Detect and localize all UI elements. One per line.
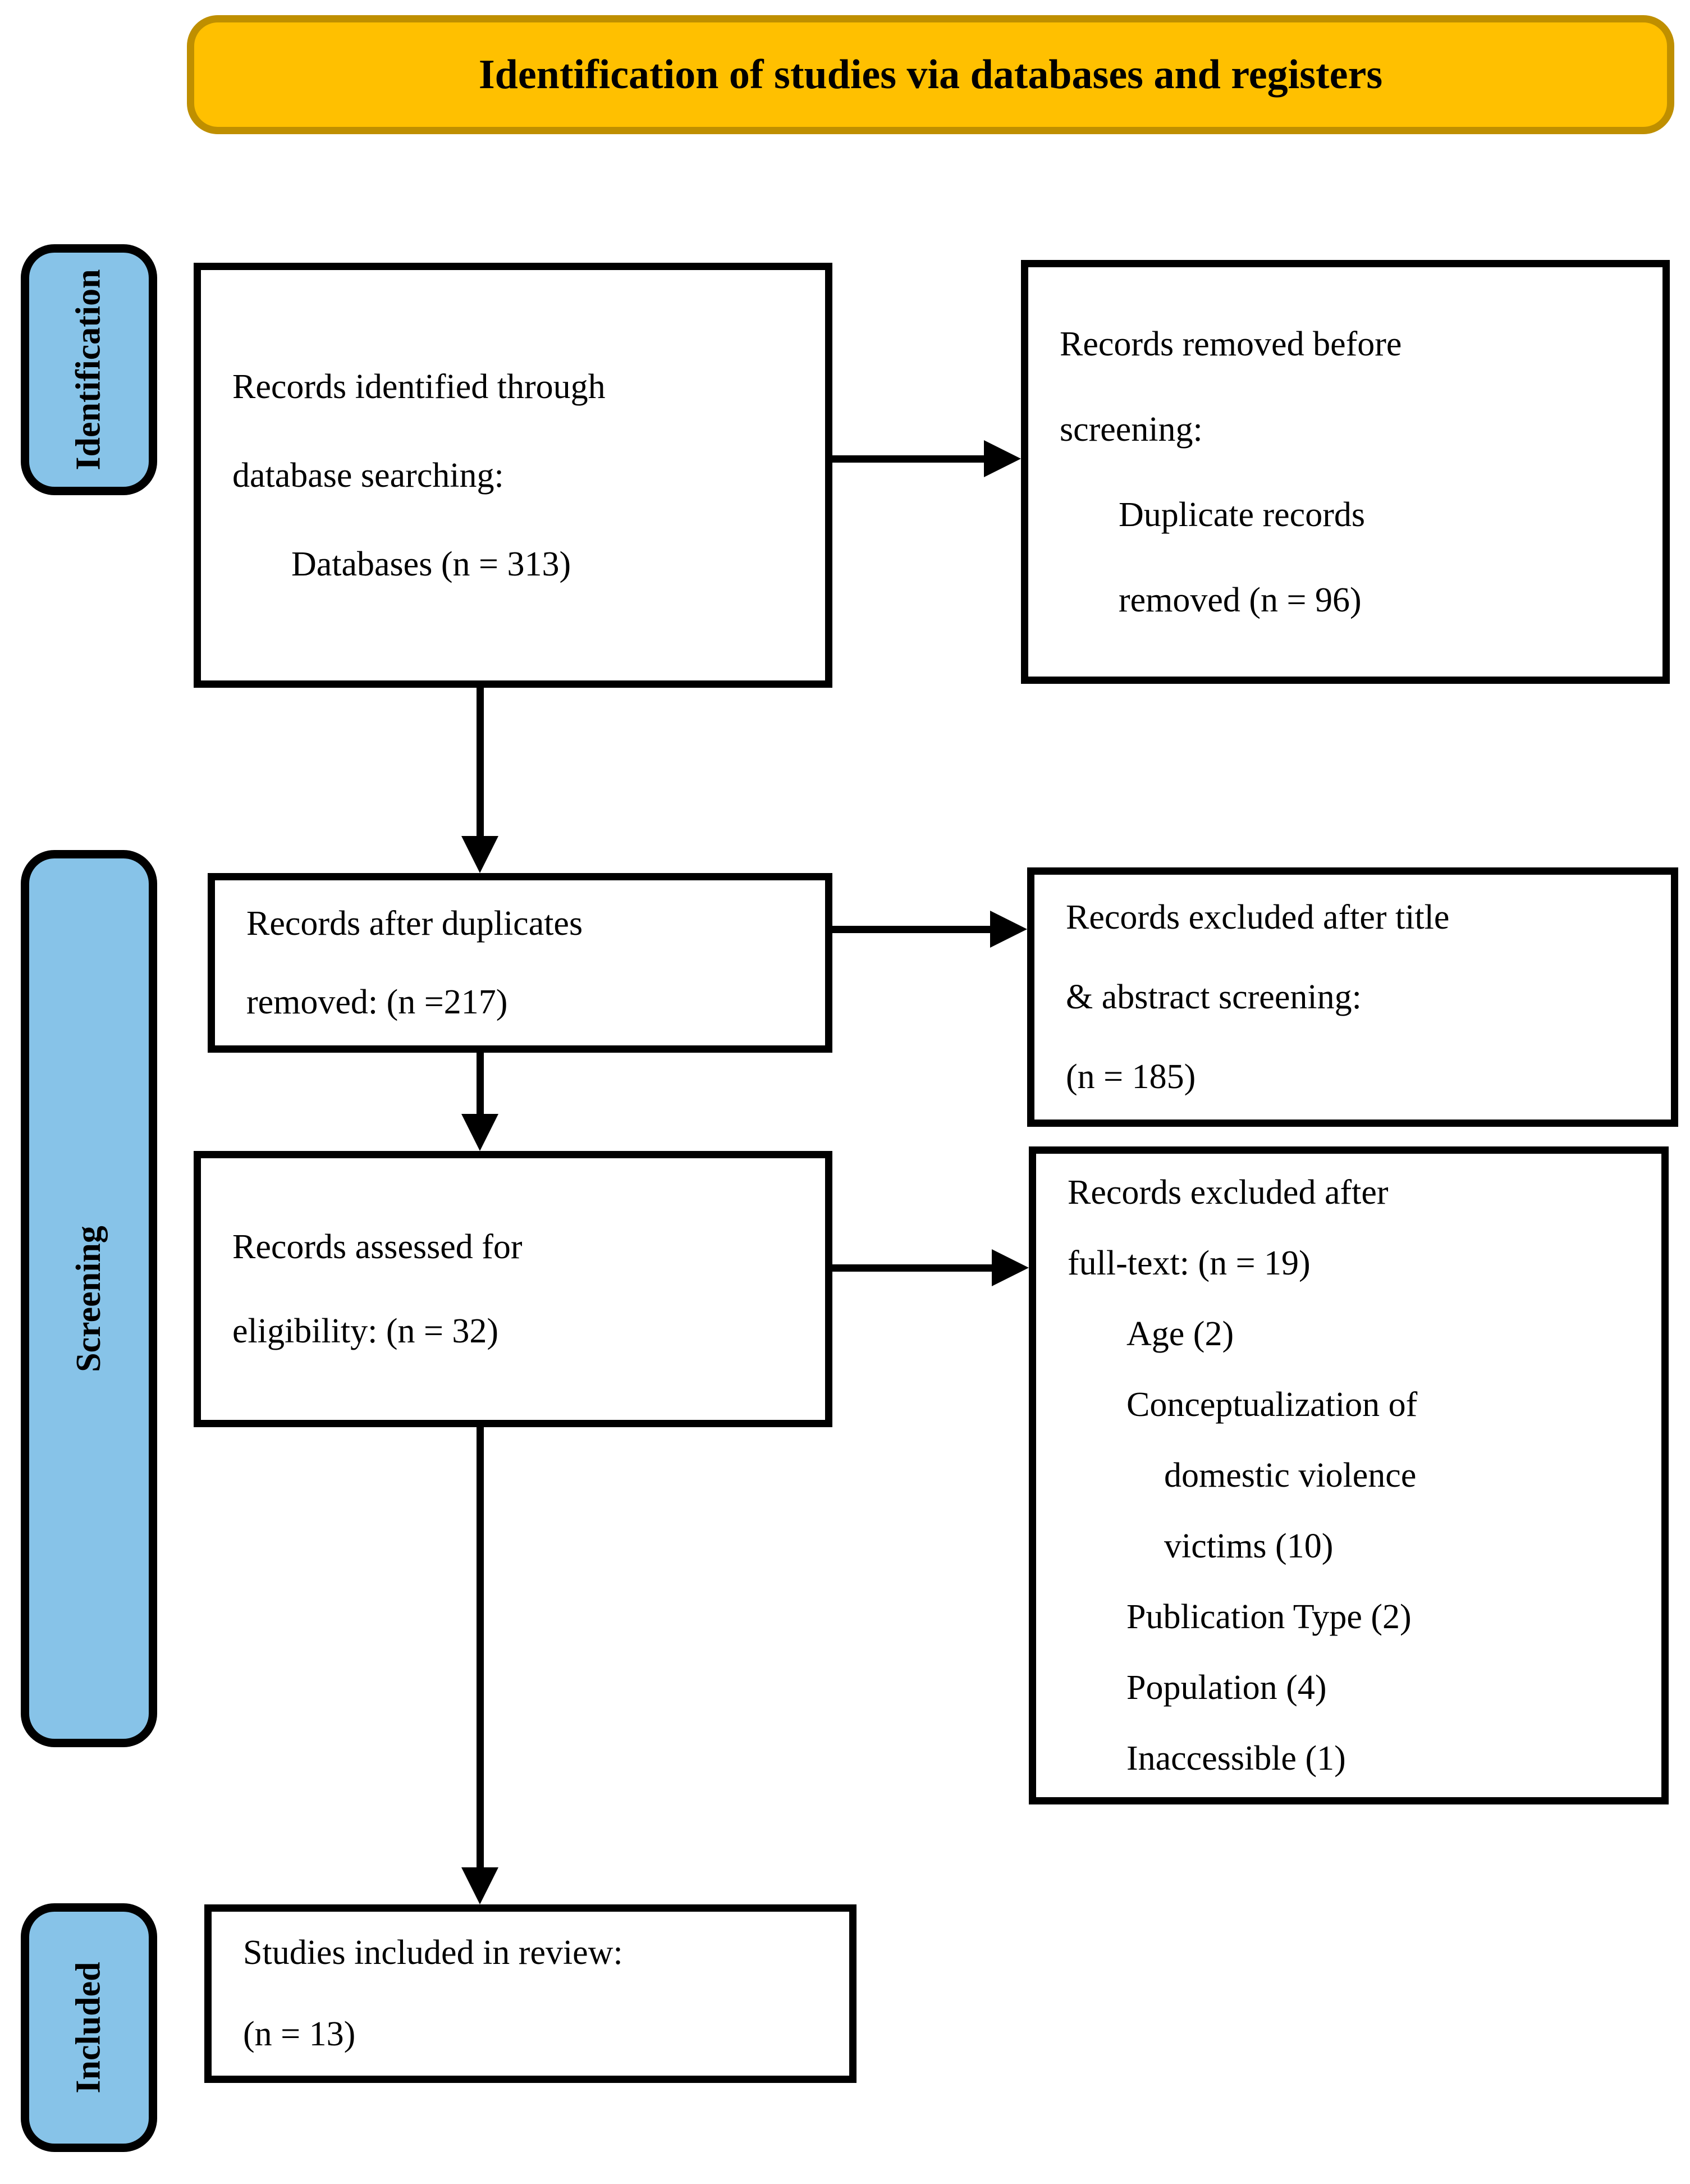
- box-studies-included: Studies included in review: (n = 13): [204, 1904, 857, 2083]
- stage-tab-screening: Screening: [21, 850, 157, 1747]
- arrow-identified-to-after-duplicates-head-icon: [461, 836, 498, 873]
- box-records-excluded-title-abstract: Records excluded after title & abstract …: [1027, 867, 1678, 1127]
- box-excluded-fulltext-count: full-text: (n = 19): [1068, 1244, 1311, 1282]
- arrow-assessed-to-included-line: [477, 1427, 484, 1868]
- diagram-title: Identification of studies via databases …: [478, 51, 1383, 98]
- box-excluded-fulltext-reason-conceptualization: Conceptualization of: [1126, 1386, 1418, 1424]
- box-records-assessed-eligibility: Records assessed for eligibility: (n = 3…: [194, 1151, 832, 1427]
- arrow-identified-to-removed-line: [832, 455, 985, 463]
- box-records-identified-line: database searching:: [232, 456, 504, 495]
- box-removed-before-line: Records removed before: [1060, 325, 1402, 363]
- box-excluded-fulltext-line: Records excluded after: [1068, 1173, 1389, 1212]
- box-after-duplicates-count: removed: (n =217): [246, 983, 508, 1021]
- box-records-identified-count: Databases (n = 313): [291, 545, 571, 583]
- arrow-after-duplicates-to-assessed-head-icon: [461, 1114, 498, 1151]
- box-excluded-fulltext-reason-conceptualization-wrap: domestic violence: [1164, 1456, 1417, 1495]
- arrow-assessed-to-excluded-fulltext-line: [832, 1264, 992, 1272]
- box-excluded-title-line: Records excluded after title: [1066, 898, 1450, 936]
- diagram-title-banner: Identification of studies via databases …: [187, 15, 1674, 134]
- box-excluded-fulltext-reason-conceptualization-wrap: victims (10): [1164, 1527, 1334, 1565]
- stage-tab-identification: Identification: [21, 244, 157, 495]
- box-records-identified-line: Records identified through: [232, 367, 606, 406]
- box-records-identified: Records identified through database sear…: [194, 263, 832, 688]
- box-after-duplicates-line: Records after duplicates: [246, 904, 583, 943]
- box-excluded-title-line: & abstract screening:: [1066, 978, 1362, 1016]
- box-removed-before-reason: Duplicate records: [1119, 495, 1365, 534]
- arrow-identified-to-after-duplicates-line: [477, 688, 484, 837]
- arrow-identified-to-removed-head-icon: [984, 440, 1021, 477]
- box-studies-included-line: Studies included in review:: [243, 1934, 623, 1972]
- box-records-removed-before-screening: Records removed before screening: Duplic…: [1021, 260, 1670, 684]
- stage-tab-included: Included: [21, 1903, 157, 2152]
- box-records-excluded-fulltext: Records excluded after full-text: (n = 1…: [1029, 1146, 1669, 1804]
- box-assessed-line: Records assessed for: [232, 1228, 523, 1266]
- box-records-after-duplicates: Records after duplicates removed: (n =21…: [208, 873, 832, 1053]
- box-removed-before-line: screening:: [1060, 410, 1203, 449]
- arrow-duplicates-to-excluded-title-head-icon: [990, 911, 1027, 948]
- arrow-after-duplicates-to-assessed-line: [477, 1053, 484, 1115]
- box-excluded-fulltext-reason-inaccessible: Inaccessible (1): [1126, 1739, 1346, 1778]
- stage-tab-identification-label: Identification: [70, 269, 108, 470]
- box-removed-before-count: removed (n = 96): [1119, 581, 1362, 619]
- arrow-assessed-to-excluded-fulltext-head-icon: [992, 1249, 1029, 1286]
- box-excluded-fulltext-reason-population: Population (4): [1126, 1669, 1327, 1707]
- box-assessed-count: eligibility: (n = 32): [232, 1312, 499, 1350]
- stage-tab-included-label: Included: [70, 1962, 108, 2094]
- arrow-assessed-to-included-head-icon: [461, 1867, 498, 1904]
- box-excluded-title-count: (n = 185): [1066, 1058, 1196, 1096]
- arrow-duplicates-to-excluded-title-line: [832, 926, 991, 933]
- box-excluded-fulltext-reason-publication-type: Publication Type (2): [1126, 1598, 1412, 1636]
- box-excluded-fulltext-reason-age: Age (2): [1126, 1315, 1234, 1353]
- stage-tab-screening-label: Screening: [70, 1225, 108, 1372]
- box-studies-included-count: (n = 13): [243, 2015, 356, 2053]
